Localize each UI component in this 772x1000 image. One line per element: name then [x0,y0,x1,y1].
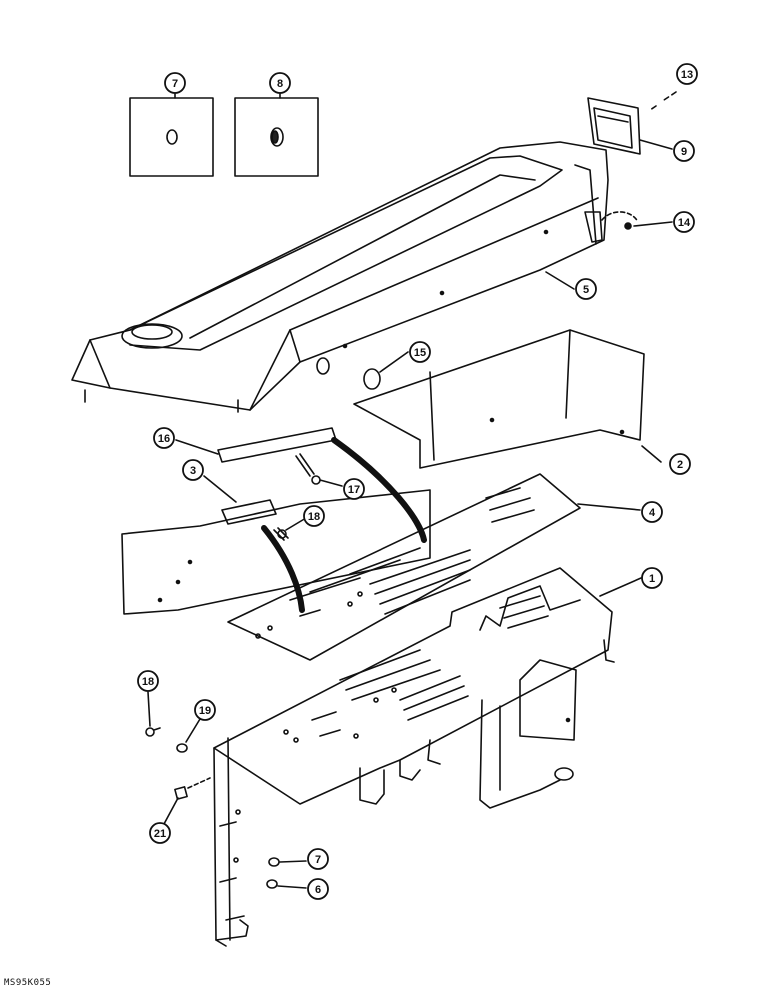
callout-9: 8 [269,72,291,94]
svg-text:18: 18 [142,676,154,688]
callout-18a: 17 [343,478,365,500]
side-panel-2 [353,329,645,469]
svg-text:15: 15 [414,347,426,359]
svg-text:18: 18 [308,511,320,523]
svg-text:8: 8 [277,78,283,90]
callout-18b: 18 [303,505,325,527]
clip-22 [174,786,188,800]
nut-7 [268,857,280,867]
svg-text:13: 13 [681,69,693,81]
callout-22: 21 [149,822,171,844]
panel-bracket-1 [213,567,615,947]
screw-18b [273,527,289,541]
bezel-13 [587,97,641,155]
callout-16: 15 [409,341,431,363]
callout-13: 9 [673,140,695,162]
callout-17: 16 [153,427,175,449]
callout-19: 18 [137,670,159,692]
callout-5: 5 [575,278,597,300]
gasket-plate-4 [227,473,581,661]
callout-4: 4 [641,501,663,523]
svg-text:3: 3 [190,465,196,477]
callout-3: 3 [182,459,204,481]
svg-text:2: 2 [677,459,683,471]
figure-code: MS95K055 [4,978,52,988]
callout-14: 13 [676,63,698,85]
callout-15: 14 [673,211,695,233]
plug-16 [363,368,381,390]
callout-2: 2 [669,453,691,475]
svg-text:19: 19 [199,705,211,717]
svg-text:21: 21 [154,828,166,840]
fastener-15 [624,222,632,230]
svg-text:5: 5 [583,284,589,296]
svg-text:4: 4 [649,507,656,519]
callout-21: 19 [194,699,216,721]
svg-text:9: 9 [681,146,687,158]
callout-1: 1 [641,567,663,589]
screw-19 [145,727,161,737]
svg-text:6: 6 [315,884,321,896]
callout-8: 7 [164,72,186,94]
strip-17 [217,427,337,463]
callout-7: 7 [307,848,329,870]
svg-text:1: 1 [649,573,655,585]
callout-6: 6 [307,878,329,900]
strip-3 [221,499,277,525]
left-panel [121,489,431,615]
svg-text:7: 7 [315,854,321,866]
svg-text:7: 7 [172,78,178,90]
svg-text:17: 17 [348,484,360,496]
nut-6 [266,879,278,889]
svg-text:16: 16 [158,433,170,445]
console-cover [71,141,609,413]
washer-21 [176,743,188,753]
decal-8 [129,97,214,177]
svg-text:14: 14 [678,217,691,229]
screw-18a [295,453,321,485]
decal-9 [234,97,319,177]
